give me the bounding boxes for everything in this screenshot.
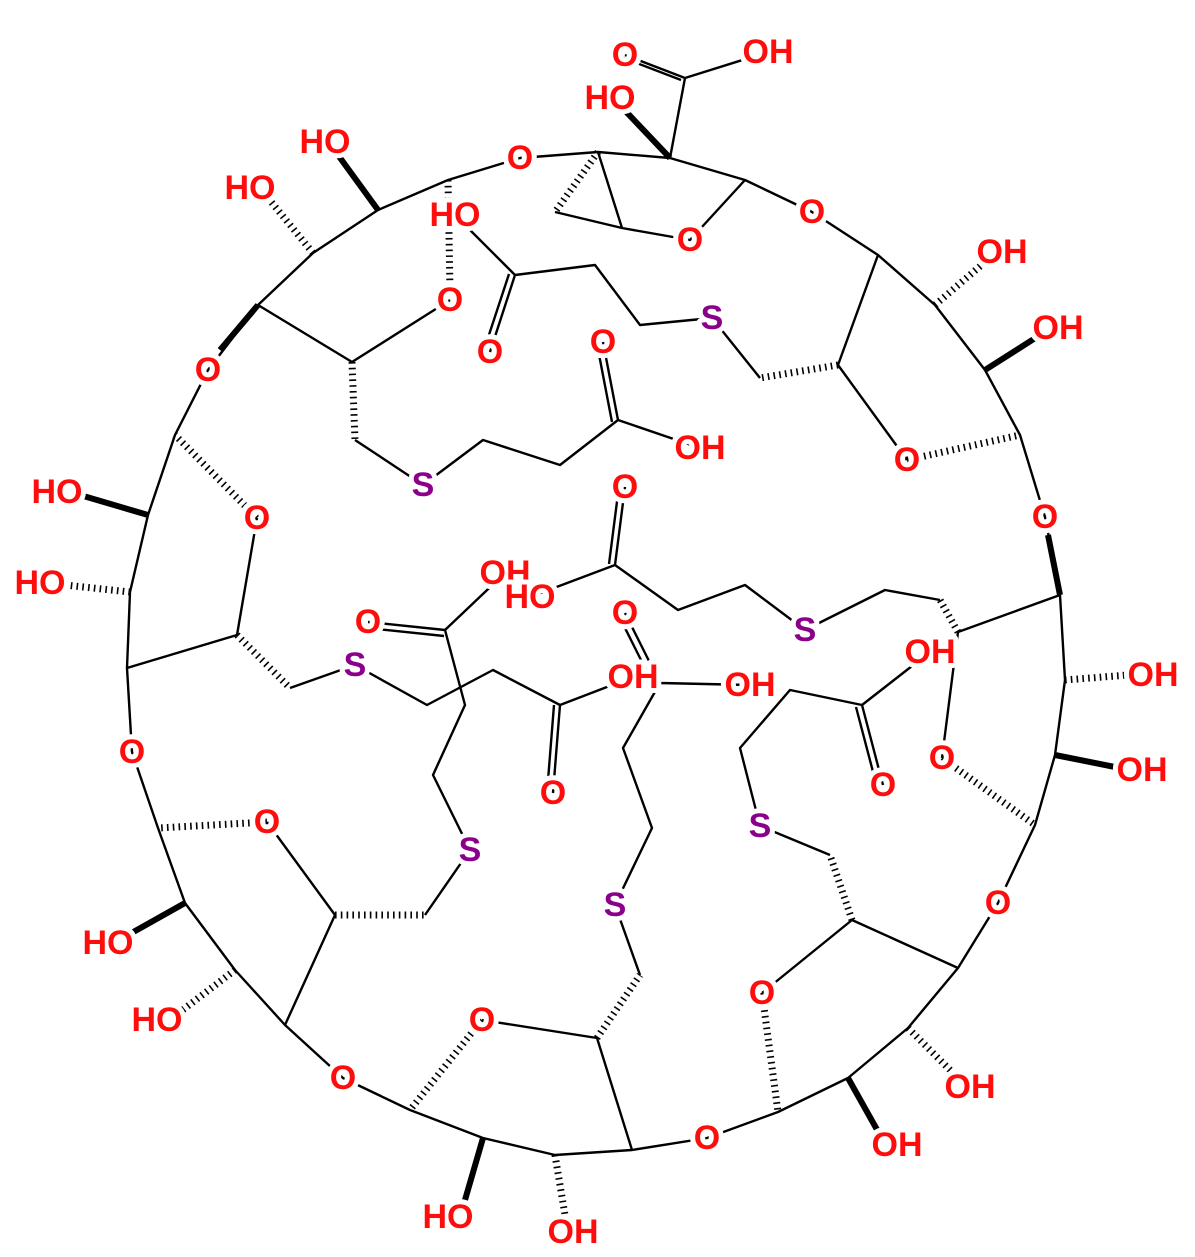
- top-carboxyl: [554, 50, 769, 242]
- hashed-bond: [758, 853, 856, 1113]
- oxygen-label: O: [330, 1059, 356, 1097]
- hydroxyl-label: OH: [977, 233, 1028, 271]
- hydroxyl-label: HO: [300, 123, 351, 161]
- hydroxyl-label: HO: [423, 1198, 474, 1236]
- sulfur-label: S: [749, 807, 772, 845]
- hydroxyl-label: OH: [675, 429, 726, 467]
- wedge-bond: [79, 153, 1121, 1201]
- oxygen-label: O: [590, 323, 616, 361]
- oxygen-label: O: [437, 281, 463, 319]
- bottom-left-unit: [266, 572, 506, 1026]
- oxygen-label: O: [1032, 498, 1058, 536]
- oxygen-label: O: [477, 333, 503, 371]
- oxygen-label: O: [119, 733, 145, 771]
- sulfur-label: S: [604, 886, 627, 924]
- oxygen-label: O: [894, 441, 920, 479]
- hydroxyl-label: OH: [608, 658, 659, 696]
- hydroxyl-label: OH: [1117, 751, 1168, 789]
- bonds: [64, 50, 1129, 1216]
- oxygen-label: O: [799, 193, 825, 231]
- oxygen-label: O: [612, 36, 638, 74]
- hashed-bond: [936, 598, 1038, 828]
- hydroxyl-label: HO: [430, 196, 481, 234]
- hashed-bond: [759, 361, 1021, 464]
- sulfur-label: S: [412, 466, 435, 504]
- hydroxyl-label: OH: [1128, 656, 1179, 694]
- hydroxyl-label: OH: [743, 33, 794, 71]
- oxygen-label: O: [929, 739, 955, 777]
- hydroxyl-label: HO: [15, 564, 66, 602]
- oxygen-label: O: [244, 499, 270, 537]
- sulfur-label: S: [701, 299, 724, 337]
- oxygen-label: O: [254, 803, 280, 841]
- hashed-bond: [157, 818, 425, 919]
- hydroxyl-label: OH: [872, 1126, 923, 1164]
- hydroxyl-label: HO: [585, 79, 636, 117]
- hydroxyl-label: OH: [548, 1213, 599, 1251]
- sulfur-label: S: [459, 831, 482, 869]
- hydroxyl-label: HO: [225, 169, 276, 207]
- oxygen-label: O: [694, 1119, 720, 1157]
- hydroxyl-label: HO: [132, 1001, 183, 1039]
- macrocycle-ring: [125, 150, 1067, 1157]
- wedge-bond: [612, 97, 673, 161]
- atom-labels: O OH HO O O O HO HO HO O OH OH S O O O O…: [10, 28, 1184, 1256]
- hydroxyl-label: OH: [905, 633, 956, 671]
- left-unit: [126, 517, 634, 794]
- hashed-bond: [407, 973, 643, 1113]
- oxygen-label: O: [195, 351, 221, 389]
- oxygen-label: O: [749, 974, 775, 1012]
- oxygen-label: O: [507, 139, 533, 177]
- sulfur-label: S: [344, 646, 367, 684]
- oxygen-label: O: [540, 774, 566, 812]
- hydroxyl-label: HO: [505, 578, 556, 616]
- hashed-bond: [64, 195, 1129, 1216]
- oxygen-label: O: [612, 468, 638, 506]
- sulfur-label: S: [794, 611, 817, 649]
- oxygen-label: O: [870, 766, 896, 804]
- hydroxyl-label: OH: [945, 1068, 996, 1106]
- hashed-bond: [172, 432, 293, 691]
- hashed-bond: [552, 149, 601, 215]
- hydroxyl-label: OH: [1033, 309, 1084, 347]
- hydroxyl-label: HO: [83, 924, 134, 962]
- oxygen-label: O: [612, 594, 638, 632]
- oxygen-label: O: [355, 603, 381, 641]
- oxygen-label: O: [469, 1001, 495, 1039]
- hydroxyl-label: HO: [32, 473, 83, 511]
- top-left-unit: [257, 298, 701, 487]
- oxygen-label: O: [677, 221, 703, 259]
- hashed-bond: [348, 179, 454, 441]
- hydroxyl-label: OH: [725, 666, 776, 704]
- oxygen-label: O: [985, 884, 1011, 922]
- hydroxyl-label: OH: [480, 554, 531, 592]
